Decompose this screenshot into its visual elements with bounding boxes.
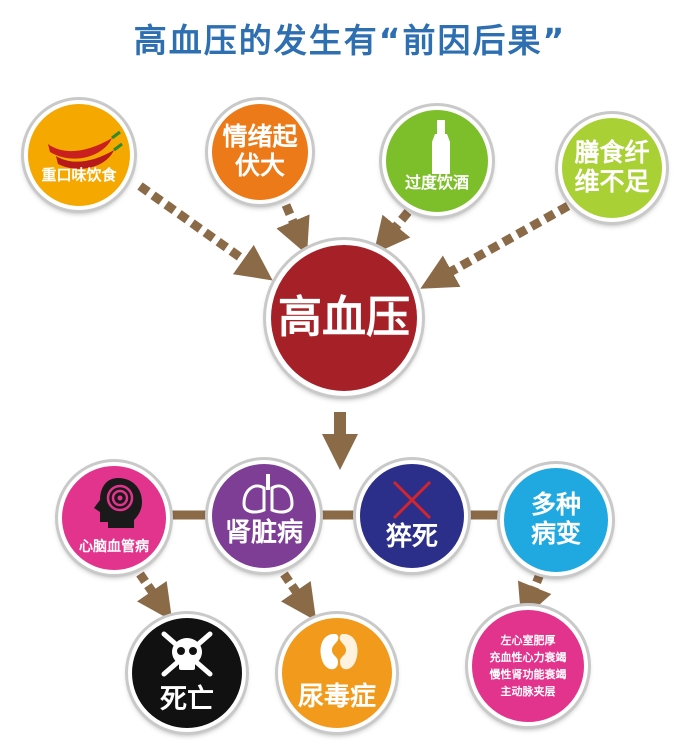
cause-low-fiber: 膳食纤维不足 (558, 114, 666, 222)
arrow-effect1-to-death (136, 571, 173, 621)
lesion-list: 左心室肥厚 充血性心力衰竭 慢性肾功能衰竭 主动脉夹层 (490, 632, 567, 700)
lesion-item: 主动脉夹层 (500, 685, 556, 699)
outcome-label: 尿毒症 (297, 682, 376, 713)
skull-icon (161, 631, 213, 677)
cause-label: 重口味饮食 (41, 166, 117, 185)
cross-icon (392, 480, 432, 520)
arrow-cause4-to-center (420, 202, 571, 289)
outcome-label: 死亡 (160, 684, 214, 716)
cause-label-line: 情绪起伏大 (222, 122, 298, 180)
center-label: 高血压 (278, 291, 410, 343)
cause-label: 膳食纤维不足 (572, 138, 652, 197)
effect-label-line: 多种病变 (530, 490, 581, 548)
effect-kidney-disease: 肾脏病 (208, 460, 320, 572)
arrow-effect2-to-uremia (280, 571, 317, 621)
cause-label-line: 膳食纤维不足 (574, 138, 650, 196)
effect-label: 猝死 (385, 522, 438, 553)
lungs-icon (242, 474, 294, 514)
effect-multiple-lesions: 多种病变 (500, 464, 612, 576)
arrow-cause1-to-center (137, 182, 273, 281)
center-hypertension: 高血压 (266, 240, 422, 396)
arrow-effect4-to-lesions (517, 572, 552, 621)
effect-sudden-death: 猝死 (356, 460, 468, 572)
arrow-cause2-to-center (276, 203, 310, 255)
outcome-uremia: 尿毒症 (278, 614, 396, 732)
effect-label: 多种病变 (526, 490, 586, 549)
bottle-icon (432, 120, 450, 174)
effect-label: 心脑血管病 (79, 538, 149, 555)
effect-cardio-cerebrovascular: 心脑血管病 (58, 462, 170, 574)
effect-label: 肾脏病 (224, 518, 303, 549)
outcome-death: 死亡 (128, 614, 246, 732)
cause-label: 过度饮酒 (404, 172, 469, 192)
outcome-lesion-list: 左心室肥厚 充血性心力衰竭 慢性肾功能衰竭 主动脉夹层 (468, 606, 588, 726)
chili-pepper-icon (48, 130, 123, 169)
cause-salty-diet: 重口味饮食 (24, 100, 134, 210)
kidney-icon (320, 634, 358, 670)
page-title: 高血压的发生有“前因后果” (133, 21, 567, 60)
cause-excessive-drinking: 过度饮酒 (382, 106, 492, 216)
cause-label: 情绪起伏大 (221, 122, 299, 181)
cause-mood-swings: 情绪起伏大 (208, 100, 312, 204)
arrow-cause3-to-center (373, 209, 412, 254)
brain-head-icon (94, 478, 142, 528)
lesion-item: 充血性心力衰竭 (489, 650, 567, 664)
lesion-item: 慢性肾功能衰竭 (489, 668, 567, 681)
lesion-item: 左心室肥厚 (500, 633, 556, 647)
